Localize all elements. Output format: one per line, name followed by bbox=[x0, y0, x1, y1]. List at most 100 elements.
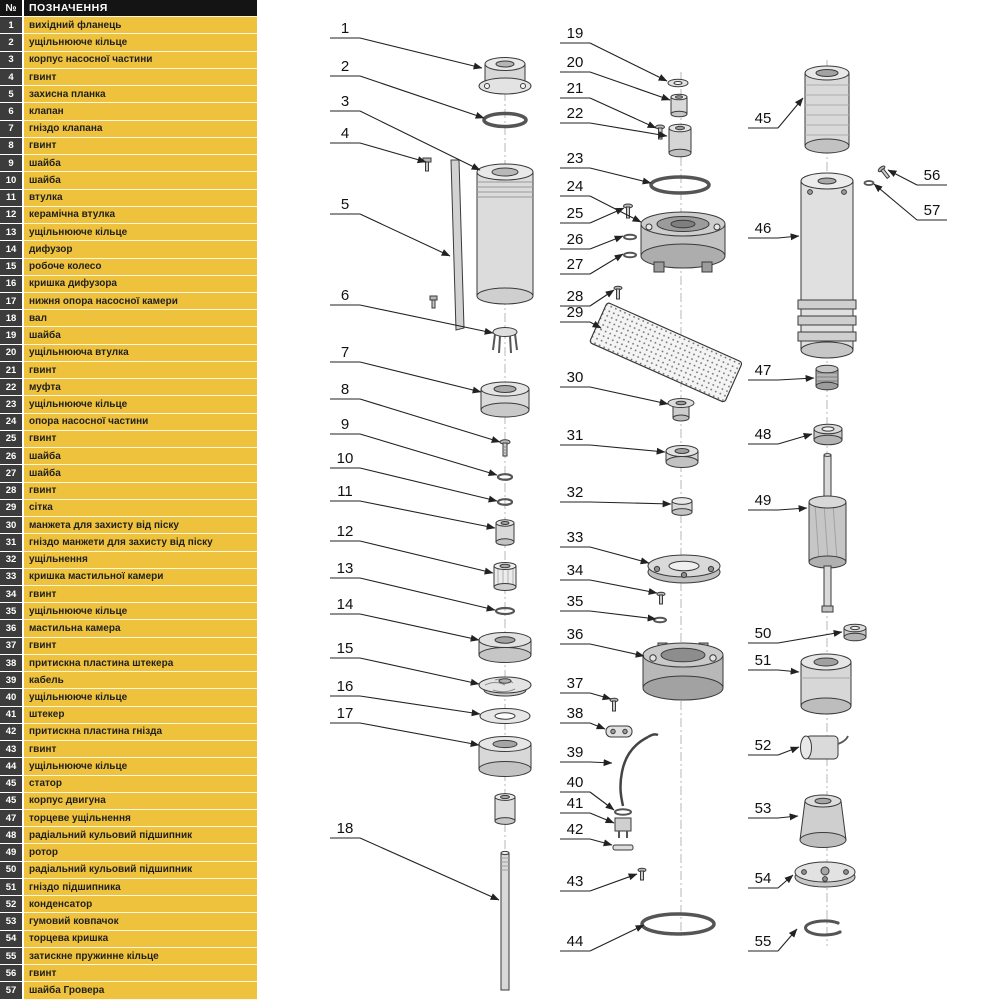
part-56-screw bbox=[877, 165, 891, 180]
part-4-screw bbox=[422, 157, 432, 172]
part-26-washer bbox=[623, 233, 637, 241]
part-30-sand-cuff bbox=[667, 398, 695, 422]
callout-7: 7 bbox=[330, 344, 482, 394]
part-number: 52 bbox=[0, 896, 24, 914]
part-3-pump-housing bbox=[476, 163, 534, 305]
callout-46: 46 bbox=[748, 220, 800, 241]
part-41-plug bbox=[614, 817, 632, 838]
part-number: 13 bbox=[0, 224, 24, 242]
part-name: вихідний фланець bbox=[24, 17, 257, 35]
svg-text:42: 42 bbox=[567, 821, 584, 838]
callout-18: 18 bbox=[330, 820, 500, 901]
svg-text:24: 24 bbox=[567, 178, 584, 195]
part-name: муфта bbox=[24, 379, 257, 397]
header-name-column: ПОЗНАЧЕННЯ bbox=[24, 0, 257, 18]
callout-15: 15 bbox=[330, 640, 480, 686]
callout-5: 5 bbox=[330, 196, 451, 257]
svg-text:52: 52 bbox=[755, 737, 772, 754]
callout-11: 11 bbox=[330, 483, 496, 530]
callout-49: 49 bbox=[748, 492, 808, 513]
svg-text:53: 53 bbox=[755, 800, 772, 817]
part-number: 3 bbox=[0, 51, 24, 69]
part-31-cuff-seat bbox=[665, 445, 699, 468]
callout-54: 54 bbox=[748, 870, 794, 889]
part-name: ущільнююче кільце bbox=[24, 758, 257, 776]
part-name: шайба bbox=[24, 155, 257, 173]
center-axis-lines bbox=[504, 58, 828, 992]
part-name: радіальний кульовий підшипник bbox=[24, 827, 257, 845]
part-number: 57 bbox=[0, 982, 24, 1000]
callout-19: 19 bbox=[560, 25, 668, 82]
callout-44: 44 bbox=[560, 924, 645, 952]
part-name: торцева кришка bbox=[24, 930, 257, 948]
svg-text:36: 36 bbox=[567, 626, 584, 643]
part-54-end-cover bbox=[794, 861, 856, 888]
part-number: 5 bbox=[0, 86, 24, 104]
part-24-pump-support bbox=[640, 211, 726, 273]
part-name: гумовий ковпачок bbox=[24, 913, 257, 931]
svg-text:20: 20 bbox=[567, 54, 584, 71]
part-name: ущільнююче кільце bbox=[24, 396, 257, 414]
part-name: шайба bbox=[24, 327, 257, 345]
part-number: 15 bbox=[0, 258, 24, 276]
part-number: 17 bbox=[0, 292, 24, 311]
part-name: ущільнююче кільце bbox=[24, 603, 257, 621]
part-number: 51 bbox=[0, 878, 24, 897]
svg-text:28: 28 bbox=[567, 288, 584, 305]
part-number: 14 bbox=[0, 241, 24, 259]
callout-16: 16 bbox=[330, 678, 481, 717]
callout-48: 48 bbox=[748, 426, 813, 445]
callout-22: 22 bbox=[560, 105, 668, 139]
part-name: гвинт bbox=[24, 137, 257, 156]
part-name: клапан bbox=[24, 103, 257, 121]
part-number: 28 bbox=[0, 482, 24, 500]
part-name: сітка bbox=[24, 499, 257, 518]
part-name: ротор bbox=[24, 844, 257, 862]
part-name: гвинт bbox=[24, 585, 257, 604]
part-14-diffuser bbox=[478, 632, 532, 663]
svg-text:31: 31 bbox=[567, 427, 584, 444]
callout-21: 21 bbox=[560, 80, 657, 129]
part-1-output-flange bbox=[478, 57, 532, 95]
callout-14: 14 bbox=[330, 596, 480, 642]
part-40-sealing-ring bbox=[614, 808, 632, 816]
svg-text:3: 3 bbox=[341, 93, 349, 110]
part-number: 7 bbox=[0, 120, 24, 138]
part-number: 4 bbox=[0, 68, 24, 87]
part-42-socket-plate bbox=[612, 844, 634, 851]
callout-20: 20 bbox=[560, 54, 671, 101]
part-name: шайба bbox=[24, 448, 257, 466]
part-name: корпус насосної частини bbox=[24, 51, 257, 69]
svg-text:10: 10 bbox=[337, 450, 354, 467]
part-number: 21 bbox=[0, 361, 24, 380]
part-number: 29 bbox=[0, 499, 24, 518]
part-number: 53 bbox=[0, 913, 24, 931]
header-number-column: № bbox=[0, 0, 24, 18]
part-number: 37 bbox=[0, 637, 24, 655]
part-number: 36 bbox=[0, 620, 24, 638]
callout-1: 1 bbox=[330, 20, 483, 70]
callout-9: 9 bbox=[330, 416, 498, 476]
part-number: 55 bbox=[0, 947, 24, 966]
callout-3: 3 bbox=[330, 93, 481, 171]
callout-17: 17 bbox=[330, 705, 480, 747]
callout-27: 27 bbox=[560, 253, 624, 275]
callout-32: 32 bbox=[560, 484, 672, 508]
